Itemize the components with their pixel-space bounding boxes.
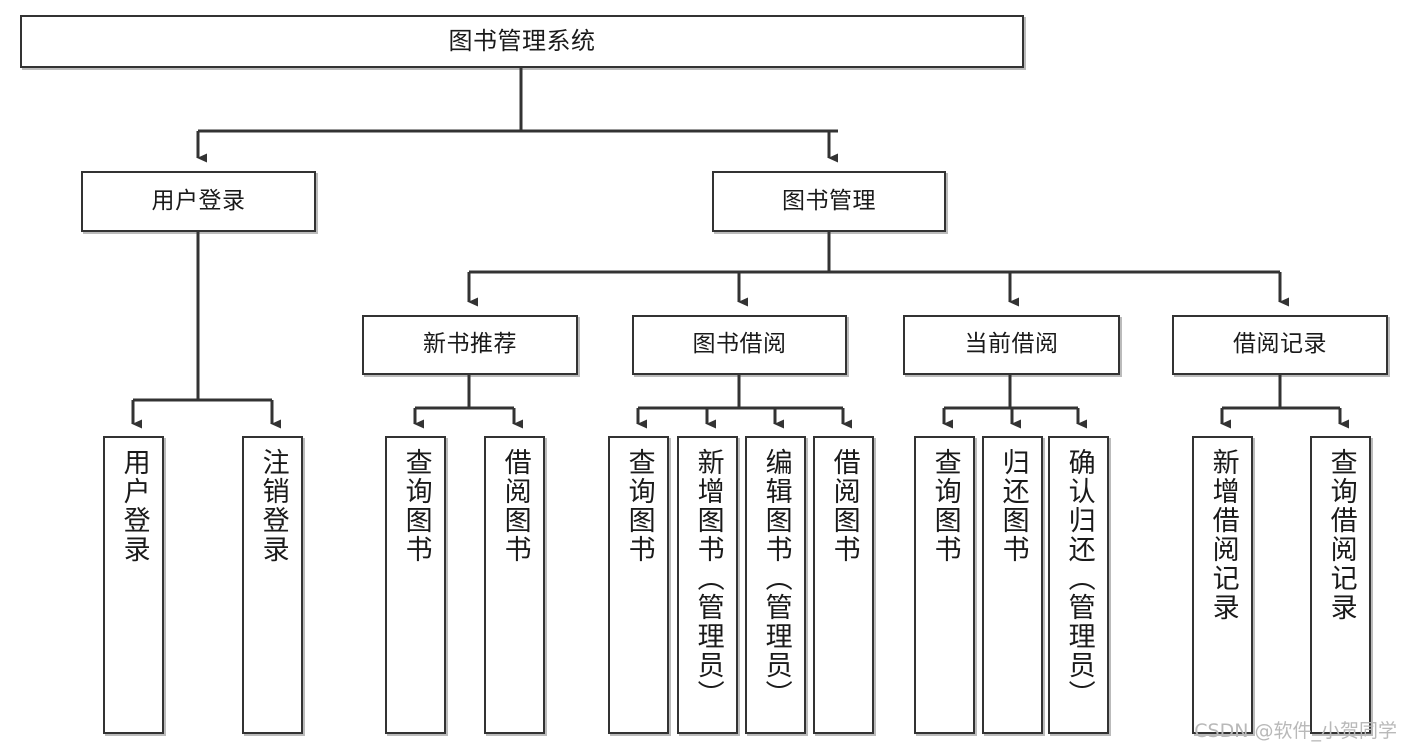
node-root-system[interactable]: 图书管理系统: [20, 15, 1024, 68]
node-label: 确认归还（管理员）: [1063, 448, 1095, 709]
node-book-borrow[interactable]: 图书借阅: [632, 315, 847, 375]
leaf-add-book[interactable]: 新增图书（管理员）: [677, 436, 738, 734]
node-label: 用户登录: [118, 448, 150, 564]
node-label: 归还图书: [997, 448, 1029, 564]
leaf-query-book-1[interactable]: 查询图书: [385, 436, 446, 734]
node-label: 借阅图书: [499, 448, 531, 564]
leaf-user-login[interactable]: 用户登录: [103, 436, 164, 734]
leaf-borrow-book-1[interactable]: 借阅图书: [484, 436, 545, 734]
node-label: 图书管理系统: [448, 27, 596, 56]
node-label: 图书借阅: [692, 331, 787, 358]
leaf-edit-book[interactable]: 编辑图书（管理员）: [745, 436, 806, 734]
node-label: 查询借阅记录: [1325, 448, 1357, 622]
node-label: 图书管理: [782, 187, 876, 214]
node-new-book-recommend[interactable]: 新书推荐: [362, 315, 578, 375]
node-label: 查询图书: [623, 448, 655, 564]
node-user-login[interactable]: 用户登录: [81, 171, 316, 232]
leaf-borrow-book-2[interactable]: 借阅图书: [813, 436, 874, 734]
leaf-confirm-return[interactable]: 确认归还（管理员）: [1048, 436, 1109, 734]
node-label: 查询图书: [929, 448, 961, 564]
leaf-query-record[interactable]: 查询借阅记录: [1310, 436, 1371, 734]
leaf-add-record[interactable]: 新增借阅记录: [1192, 436, 1253, 734]
node-label: 新增图书（管理员）: [692, 448, 724, 709]
csdn-watermark: CSDN @软件_小贺同学: [1194, 720, 1397, 742]
leaf-query-book-2[interactable]: 查询图书: [608, 436, 669, 734]
node-label: 新增借阅记录: [1207, 448, 1239, 622]
node-label: 用户登录: [151, 187, 246, 214]
leaf-query-book-3[interactable]: 查询图书: [914, 436, 975, 734]
node-current-borrow[interactable]: 当前借阅: [903, 315, 1120, 375]
node-label: 借阅图书: [828, 448, 860, 564]
node-label: 借阅记录: [1233, 331, 1327, 358]
node-label: 注销登录: [257, 448, 289, 564]
node-label: 当前借阅: [964, 331, 1059, 358]
node-label: 编辑图书（管理员）: [760, 448, 792, 709]
leaf-user-logout[interactable]: 注销登录: [242, 436, 303, 734]
node-label: 新书推荐: [423, 331, 517, 358]
node-borrow-record[interactable]: 借阅记录: [1172, 315, 1388, 375]
leaf-return-book[interactable]: 归还图书: [982, 436, 1043, 734]
node-label: 查询图书: [400, 448, 432, 564]
node-book-manage[interactable]: 图书管理: [712, 171, 946, 232]
